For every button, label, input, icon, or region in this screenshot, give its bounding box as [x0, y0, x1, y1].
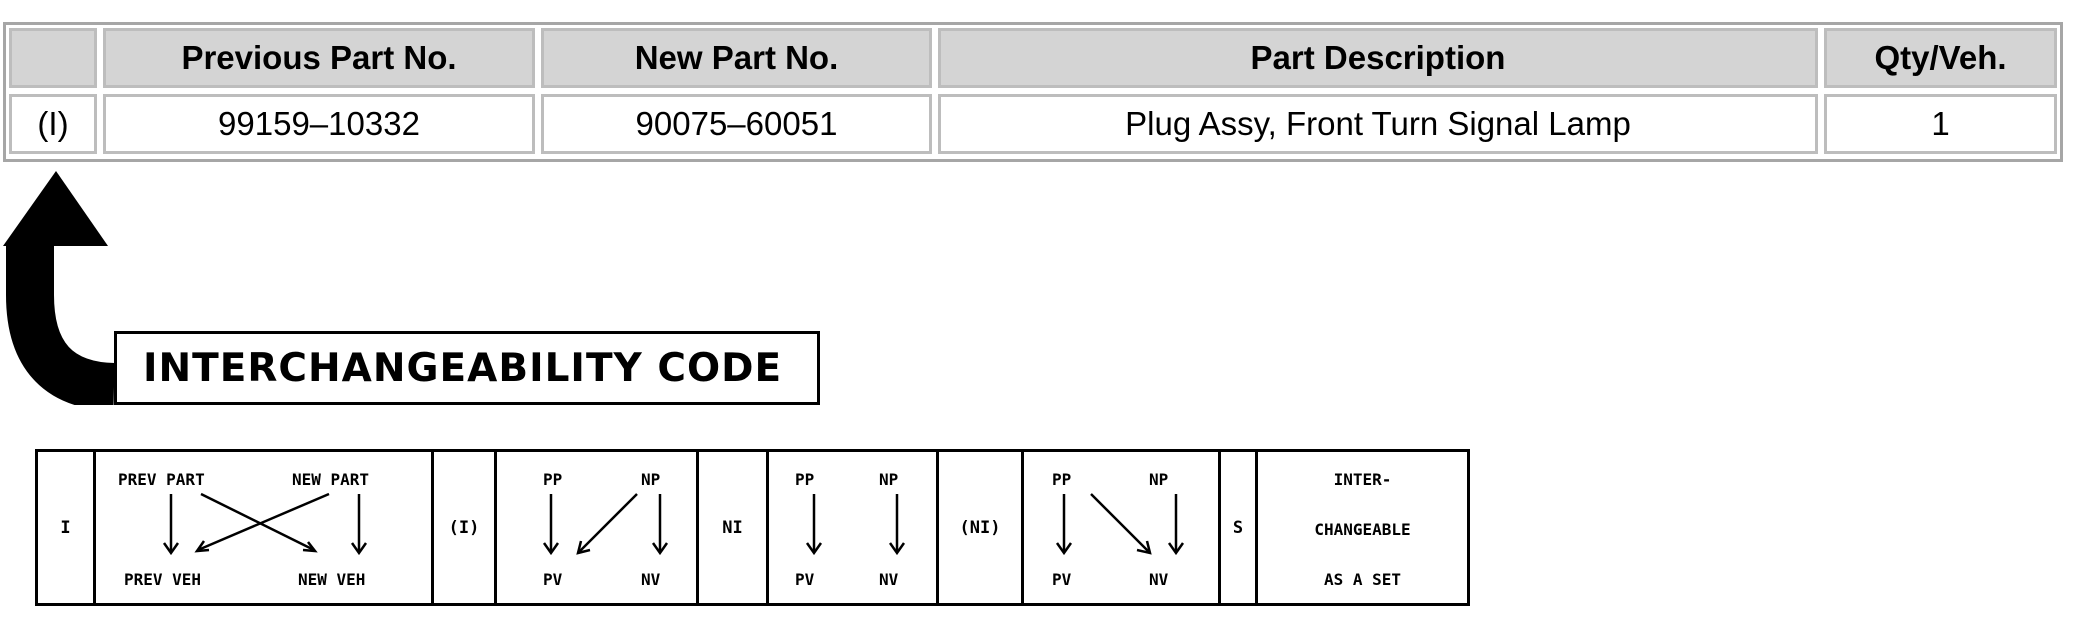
set-text-line-2: CHANGEABLE — [1314, 520, 1411, 539]
header-qty-per-vehicle: Qty/Veh. — [1824, 28, 2057, 88]
diagram-pi-bottom-right: NV — [641, 570, 661, 589]
diagram-ni-top-left: PP — [795, 470, 815, 489]
cell-qty-per-vehicle: 1 — [1824, 94, 2057, 154]
legend-diagram-i: PREV PART NEW PART PREV VEH NEW VEH — [96, 452, 434, 603]
diagram-pi-arrows-icon — [542, 493, 669, 556]
legend-diagram-parenthesized-i: PP NP PV NV — [497, 452, 699, 603]
diagram-pni-bottom-right: NV — [1149, 570, 1169, 589]
legend-diagram-ni: PP NP PV NV — [769, 452, 939, 603]
diagram-i-bottom-left: PREV VEH — [124, 570, 202, 589]
legend-code-s: S — [1221, 452, 1258, 603]
header-new-part-no: New Part No. — [541, 28, 932, 88]
header-code-column — [9, 28, 97, 88]
diagram-pi-top-right: NP — [641, 470, 661, 489]
diagram-pni-top-right: NP — [1149, 470, 1169, 489]
legend-diagram-parenthesized-ni: PP NP PV NV — [1024, 452, 1221, 603]
diagram-pni-bottom-left: PV — [1052, 570, 1072, 589]
diagram-i-top-left: PREV PART — [118, 470, 205, 489]
cell-new-part-no: 90075–60051 — [541, 94, 932, 154]
cell-previous-part-no: 99159–10332 — [103, 94, 535, 154]
diagram-pni-arrows-icon — [1055, 493, 1185, 556]
diagram-i-arrows-icon — [162, 492, 368, 556]
diagram-ni-arrows-icon — [805, 494, 906, 556]
cell-part-description: Plug Assy, Front Turn Signal Lamp — [938, 94, 1818, 154]
header-part-description: Part Description — [938, 28, 1818, 88]
cell-interchangeability-code: (I) — [9, 94, 97, 154]
legend-code-parenthesized-i: (I) — [434, 452, 497, 603]
legend-set-description: INTER- CHANGEABLE AS A SET — [1258, 452, 1467, 603]
diagram-ni-top-right: NP — [879, 470, 899, 489]
diagram-ni-bottom-left: PV — [795, 570, 815, 589]
set-text-line-1: INTER- — [1333, 470, 1392, 489]
diagram-pi-bottom-left: PV — [543, 570, 563, 589]
diagram-pni-top-left: PP — [1052, 470, 1072, 489]
header-previous-part-no: Previous Part No. — [103, 28, 535, 88]
diagram-ni-bottom-right: NV — [879, 570, 899, 589]
curved-up-arrow-icon — [3, 171, 116, 405]
legend-code-i: I — [38, 452, 96, 603]
legend-code-parenthesized-ni: (NI) — [939, 452, 1024, 603]
legend-code-ni: NI — [699, 452, 769, 603]
interchangeability-legend: I PREV PART NEW PART PREV VEH NEW VEH (I… — [35, 449, 1470, 606]
set-text-line-3: AS A SET — [1323, 570, 1402, 589]
diagram-pi-top-left: PP — [543, 470, 563, 489]
diagram-i-top-right: NEW PART — [292, 470, 370, 489]
diagram-i-bottom-right: NEW VEH — [298, 570, 366, 589]
parts-table: Previous Part No. New Part No. Part Desc… — [3, 22, 2063, 162]
interchangeability-code-label: INTERCHANGEABILITY CODE — [114, 331, 820, 405]
